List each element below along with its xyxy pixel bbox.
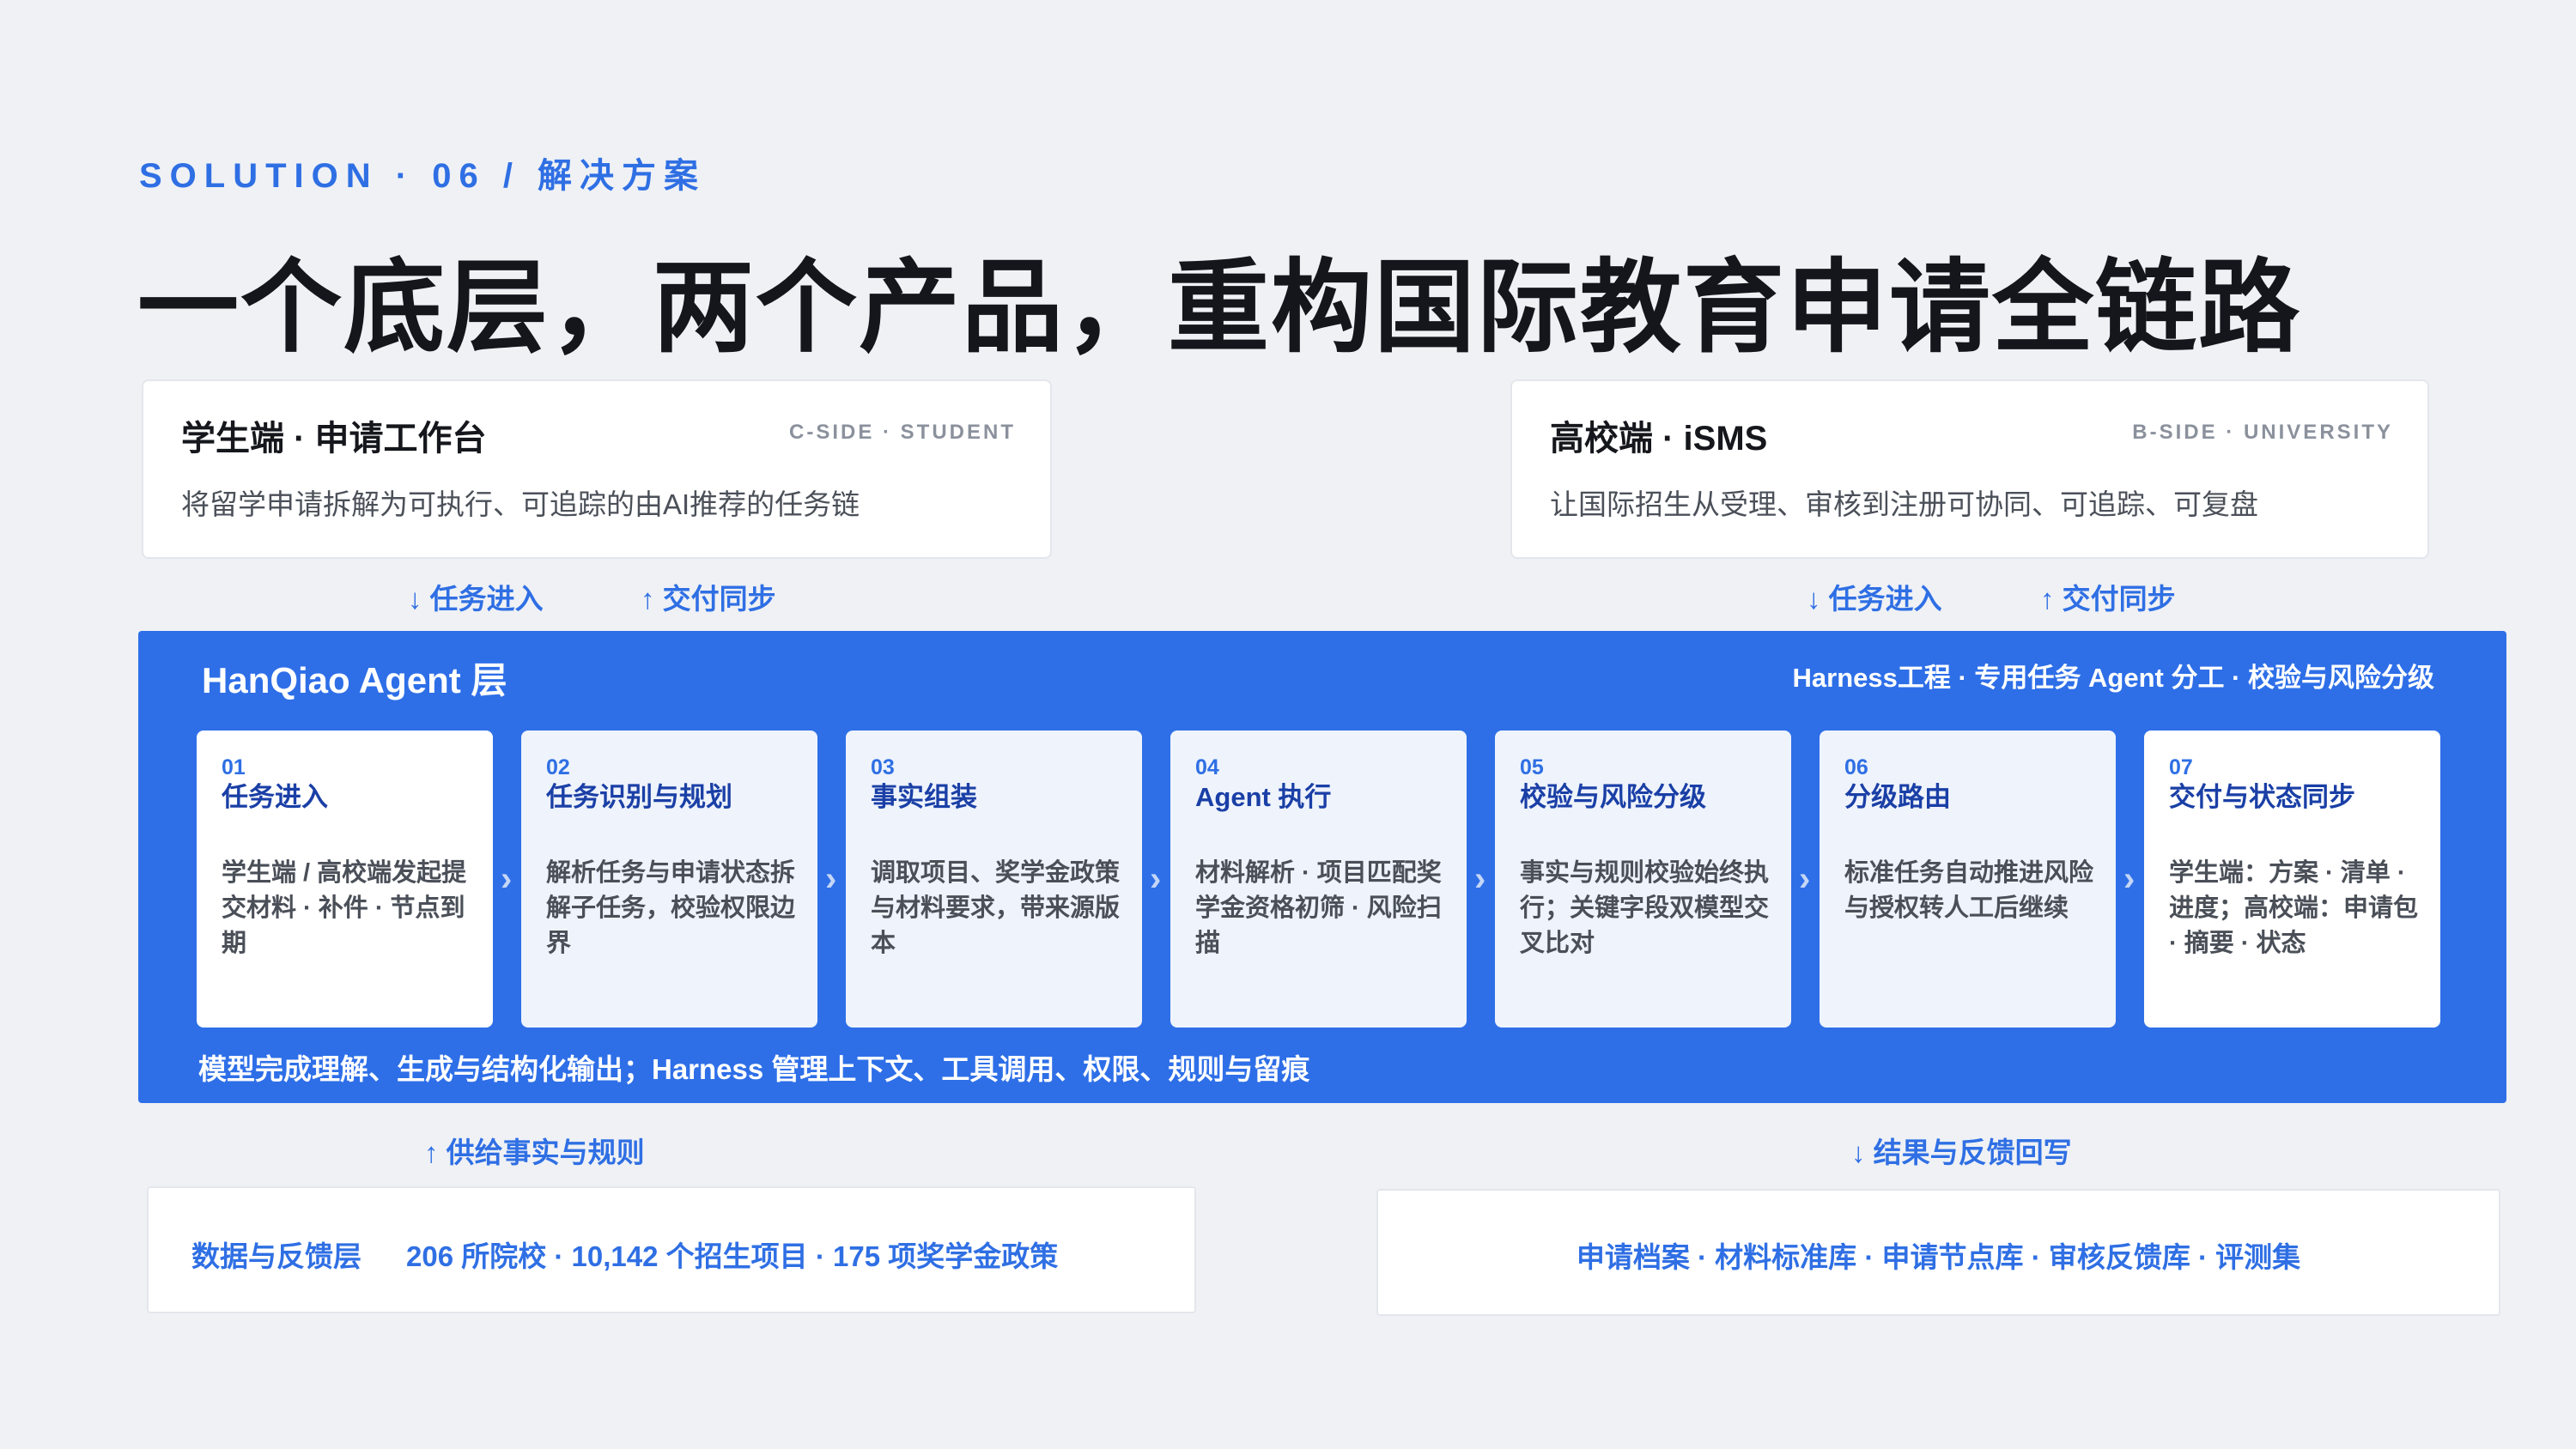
step-card-delivery-sync: 07 交付与状态同步 学生端：方案 · 清单 · 进度；高校端：申请包 · 摘要…	[2144, 731, 2440, 1028]
step-card-fact-assembly: 03 事实组装 调取项目、奖学金政策与材料要求，带来源版本	[846, 731, 1142, 1028]
step-title: 分级路由	[1844, 782, 1951, 812]
step-description: 调取项目、奖学金政策与材料要求，带来源版本	[871, 859, 1121, 957]
step-description: 解析任务与申请状态拆解子任务，校验权限边界	[546, 859, 796, 957]
step-number: 04	[1195, 755, 1219, 779]
chevron-right-icon: ›	[825, 860, 837, 898]
university-card-title: 高校端 · iSMS	[1550, 420, 1768, 458]
step-title: 任务进入	[222, 782, 328, 812]
flow-label-right-task-in: ↓ 任务进入	[1807, 583, 1942, 615]
step-description: 学生端：方案 · 清单 · 进度；高校端：申请包 · 摘要 · 状态	[2169, 859, 2419, 957]
step-number: 07	[2169, 755, 2193, 779]
feedback-assets-card: 申请档案 · 材料标准库 · 申请节点库 · 审核反馈库 · 评测集	[1376, 1189, 2500, 1316]
flow-label-left-task-in: ↓ 任务进入	[408, 583, 544, 615]
agent-layer-title: HanQiao Agent 层	[202, 660, 507, 700]
agent-layer-footer: 模型完成理解、生成与结构化输出；Harness 管理上下文、工具调用、权限、规则…	[198, 1053, 1310, 1085]
chevron-right-icon: ›	[501, 860, 513, 898]
step-number: 05	[1520, 755, 1544, 779]
flow-label-left-delivery-sync: ↑ 交付同步	[641, 583, 776, 615]
step-number: 03	[871, 755, 895, 779]
section-eyebrow: SOLUTION · 06 / 解决方案	[139, 157, 707, 195]
step-title: 事实组装	[871, 782, 977, 812]
step-card-agent-execution: 04 Agent 执行 材料解析 · 项目匹配奖学金资格初筛 · 风险扫描	[1170, 731, 1467, 1028]
feedback-assets-list: 申请档案 · 材料标准库 · 申请节点库 · 审核反馈库 · 评测集	[1576, 1241, 2301, 1273]
step-title: 校验与风险分级	[1520, 782, 1706, 812]
university-card-tag: B-SIDE · UNIVERSITY	[2132, 421, 2393, 444]
step-title: 任务识别与规划	[546, 782, 732, 812]
step-number: 06	[1844, 755, 1868, 779]
chevron-right-icon: ›	[1799, 860, 1811, 898]
step-description: 事实与规则校验始终执行；关键字段双模型交叉比对	[1520, 859, 1770, 957]
step-card-tiered-routing: 06 分级路由 标准任务自动推进风险与授权转人工后继续	[1820, 731, 2116, 1028]
student-card-title: 学生端 · 申请工作台	[181, 420, 487, 458]
step-number: 01	[222, 755, 246, 779]
step-description: 材料解析 · 项目匹配奖学金资格初筛 · 风险扫描	[1195, 859, 1442, 957]
data-layer-label: 数据与反馈层	[191, 1240, 361, 1272]
chevron-right-icon: ›	[2123, 860, 2136, 898]
step-title: 交付与状态同步	[2169, 782, 2355, 812]
data-layer-stats: 206 所院校 · 10,142 个招生项目 · 175 项奖学金政策	[406, 1240, 1059, 1272]
student-product-card: 学生端 · 申请工作台 C-SIDE · STUDENT 将留学申请拆解为可执行…	[142, 379, 1052, 559]
flow-label-supply-facts: ↑ 供给事实与规则	[424, 1137, 645, 1168]
step-description: 标准任务自动推进风险与授权转人工后继续	[1844, 859, 2094, 922]
university-card-desc: 让国际招生从受理、审核到注册可协同、可追踪、可复盘	[1550, 488, 2258, 520]
student-card-tag: C-SIDE · STUDENT	[789, 421, 1016, 444]
flow-label-feedback-writeback: ↓ 结果与反馈回写	[1851, 1137, 2072, 1168]
step-title: Agent 执行	[1195, 782, 1332, 812]
step-description: 学生端 / 高校端发起提交材料 · 补件 · 节点到期	[222, 859, 467, 957]
step-card-task-planning: 02 任务识别与规划 解析任务与申请状态拆解子任务，校验权限边界	[521, 731, 817, 1028]
page-title: 一个底层，两个产品，重构国际教育申请全链路	[137, 252, 2302, 365]
agent-layer-features: Harness工程 · 专用任务 Agent 分工 · 校验与风险分级	[1792, 663, 2435, 693]
step-card-validation-risk: 05 校验与风险分级 事实与规则校验始终执行；关键字段双模型交叉比对	[1495, 731, 1791, 1028]
step-number: 02	[546, 755, 570, 779]
data-feedback-layer-card: 数据与反馈层 206 所院校 · 10,142 个招生项目 · 175 项奖学金…	[147, 1186, 1196, 1313]
chevron-right-icon: ›	[1474, 860, 1486, 898]
flow-label-right-delivery-sync: ↑ 交付同步	[2040, 583, 2176, 615]
student-card-desc: 将留学申请拆解为可执行、可追踪的由AI推荐的任务链	[181, 488, 860, 520]
chevron-right-icon: ›	[1150, 860, 1162, 898]
step-card-task-intake: 01 任务进入 学生端 / 高校端发起提交材料 · 补件 · 节点到期	[197, 731, 493, 1028]
university-product-card: 高校端 · iSMS B-SIDE · UNIVERSITY 让国际招生从受理、…	[1510, 379, 2429, 559]
